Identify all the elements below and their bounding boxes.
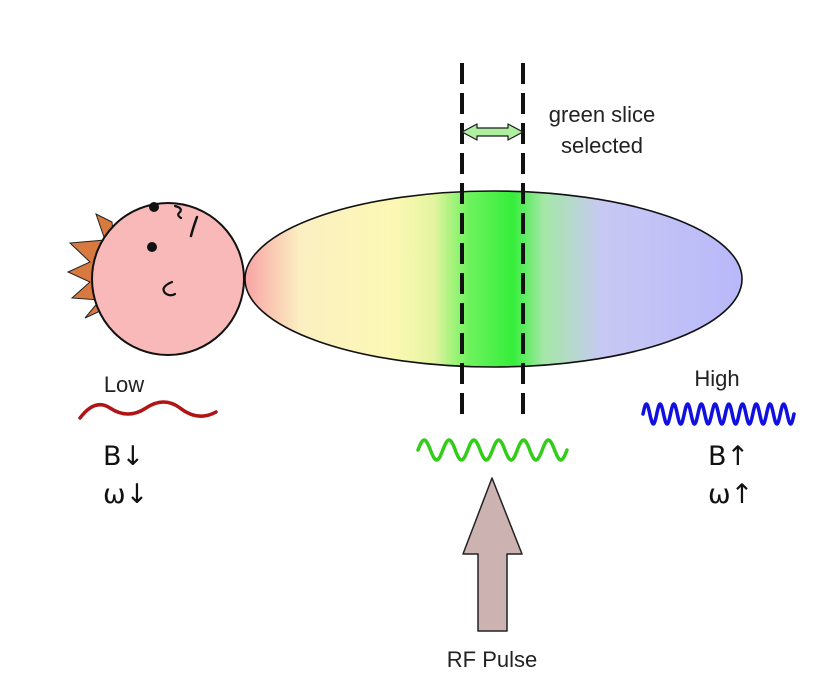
omega-low-label: ω↓ [103,479,148,510]
head [91,202,245,356]
eyebrow [189,215,199,238]
rf-pulse-arrow [462,477,523,632]
b-high-label: B↑ [708,441,749,472]
mouth [162,280,177,297]
slice-label-line2: selected [561,133,643,158]
b-low-label: B↓ [103,441,144,472]
low-label: Low [104,372,144,397]
rf-wave [416,438,569,462]
omega-high-label: ω↑ [708,479,753,510]
body-gradient-ellipse [244,190,743,368]
eye-top [149,202,159,212]
eye-left [147,242,157,252]
slice-width-double-arrow [461,123,524,141]
high-label: High [694,366,739,391]
rf-pulse-label: RF Pulse [447,647,537,672]
low-frequency-wave [78,400,218,420]
high-frequency-wave [641,402,796,426]
ear [173,204,183,220]
slice-label-line1: green slice [549,102,655,127]
